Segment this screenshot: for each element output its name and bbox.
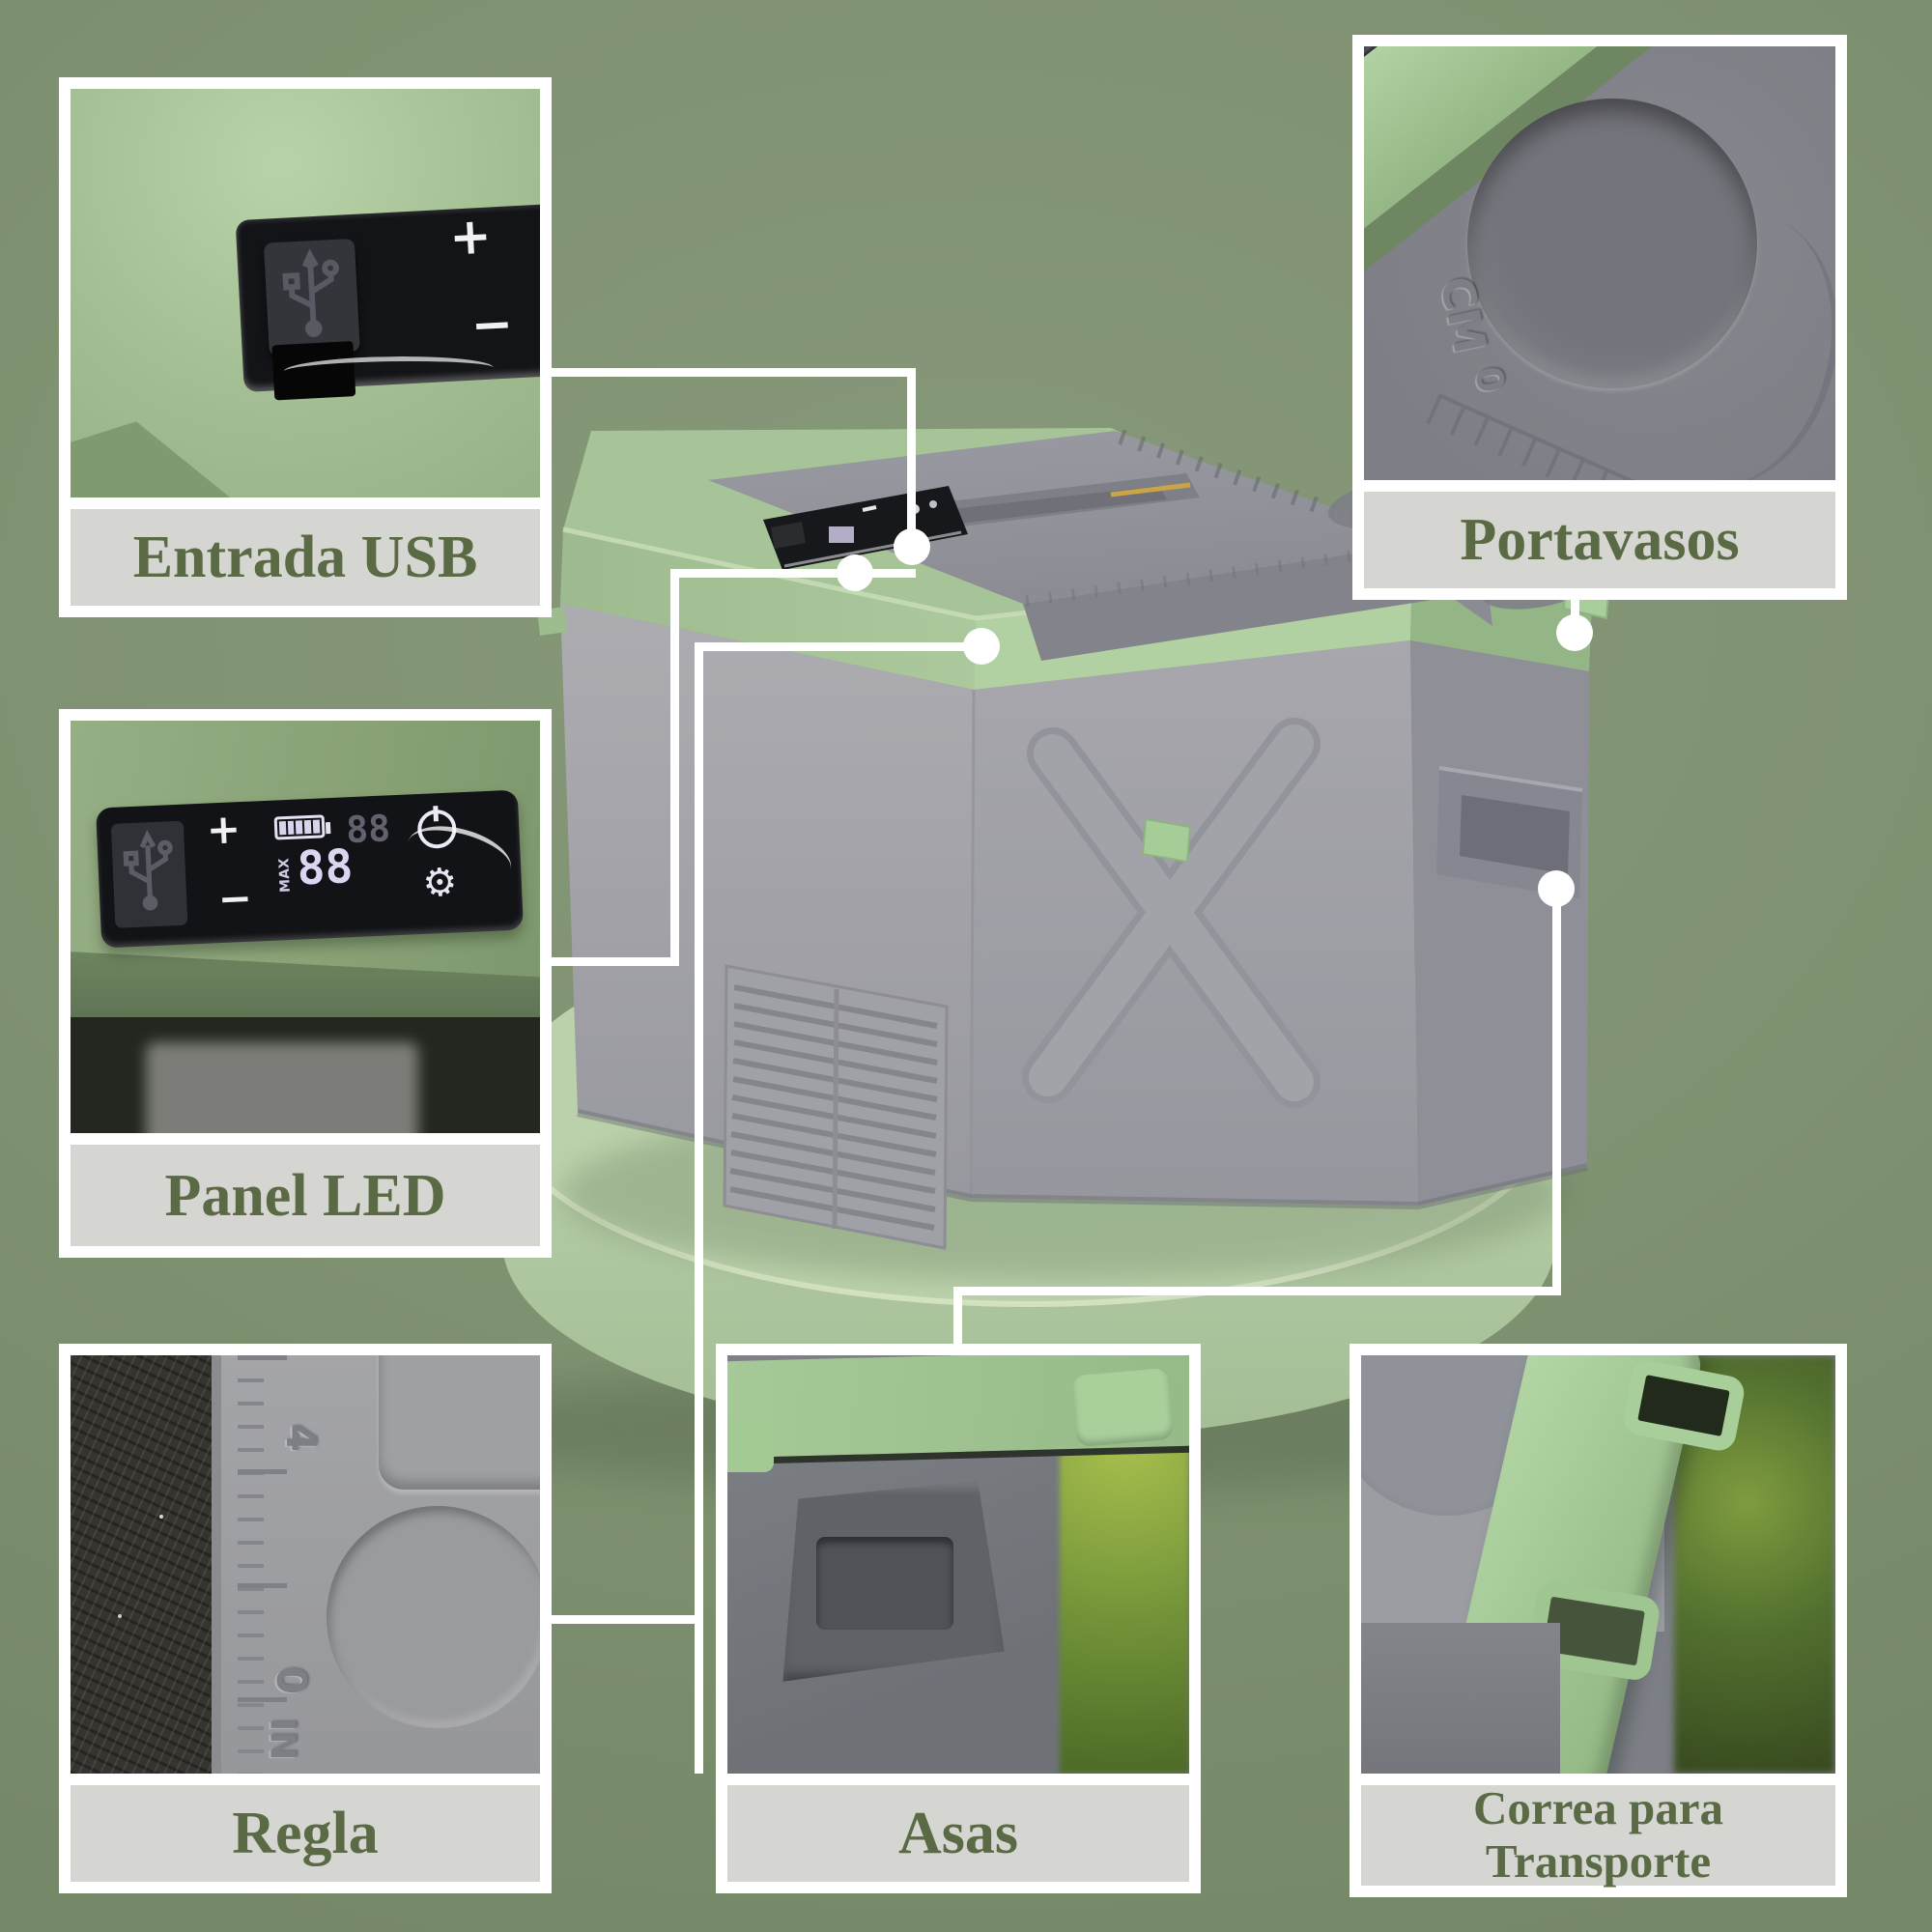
regla-photo: 4 0 IN xyxy=(71,1355,540,1774)
connector-lid-v xyxy=(695,642,703,1774)
correa-photo xyxy=(1361,1355,1835,1774)
connector-regla-h xyxy=(540,1615,703,1624)
lid-ruler-ticks-back xyxy=(1118,429,1431,552)
lid-recess-panel xyxy=(379,1355,540,1490)
carpet-speck xyxy=(117,1614,122,1619)
connector-led-h1 xyxy=(540,957,679,966)
plus-mark: + xyxy=(205,805,242,854)
correa-label-line1: Correa para xyxy=(1473,1781,1723,1835)
connector-handle-drop xyxy=(953,1287,962,1364)
cupholder-recess xyxy=(1467,98,1758,388)
battery-icon xyxy=(273,814,326,841)
strap-lug-right xyxy=(1070,1368,1174,1448)
panel-button-2 xyxy=(929,500,937,508)
usb-icon xyxy=(124,830,174,912)
panel-plus-mark xyxy=(862,505,877,512)
minus-mark: − xyxy=(469,295,515,355)
led-usb-cover xyxy=(111,821,188,928)
correa-label-line2: Transporte xyxy=(1485,1834,1712,1888)
lid-top xyxy=(708,431,1430,604)
ruler-number-0: 0 xyxy=(267,1665,315,1694)
callout-correa: Correa para Transporte xyxy=(1350,1344,1847,1897)
ruler-number-4: 4 xyxy=(276,1423,325,1452)
connector-led-h2 xyxy=(670,569,916,578)
strap-lug-left xyxy=(727,1417,774,1473)
usb-label: Entrada USB xyxy=(71,509,540,606)
marker-dot-lid xyxy=(963,628,1000,665)
panel-display xyxy=(829,526,854,543)
callout-usb: + − Entrada USB xyxy=(59,77,552,617)
marker-dot-cupholder xyxy=(1556,614,1593,651)
connector-usb-h xyxy=(540,368,916,377)
regla-label-text: Regla xyxy=(232,1801,379,1866)
lid-front xyxy=(1023,542,1451,661)
ruler-ticks-long xyxy=(237,1355,287,1774)
ruler-unit-in: IN xyxy=(261,1718,301,1760)
asas-label: Asas xyxy=(727,1785,1189,1882)
usb-photo: + − xyxy=(71,89,540,497)
lid-edge: 4 0 IN xyxy=(211,1355,540,1774)
carpet xyxy=(71,1355,231,1774)
regla-label: Regla xyxy=(71,1785,540,1882)
strap-lug-front xyxy=(1141,817,1192,864)
usb-label-text: Entrada USB xyxy=(132,525,478,590)
marker-dot-usb xyxy=(894,528,930,565)
cupholder-recess xyxy=(326,1505,540,1728)
callout-portavasos: CM 0 Portavasos xyxy=(1352,35,1847,600)
handle-grip-hole xyxy=(815,1537,954,1630)
x-emboss xyxy=(1022,718,1321,1108)
led-digits: 88 xyxy=(296,838,355,896)
marker-dot-panel xyxy=(837,554,873,591)
panel-usb-plug xyxy=(771,522,806,549)
portavasos-label-text: Portavasos xyxy=(1460,507,1740,573)
body-right-face xyxy=(1410,640,1589,1206)
panel-led-label: Panel LED xyxy=(71,1145,540,1246)
marker-dot-handle xyxy=(1538,870,1575,907)
max-text: MAX xyxy=(276,857,294,894)
led-digits-ghost: 88 xyxy=(345,807,392,852)
carpet-speck xyxy=(159,1514,164,1519)
body-below xyxy=(1361,1623,1561,1774)
battery-nub xyxy=(326,821,331,835)
asas-label-text: Asas xyxy=(897,1801,1019,1866)
plus-mark: + xyxy=(447,207,494,268)
connector-handle-v xyxy=(1552,885,1561,1295)
handle-recess xyxy=(782,1480,1005,1682)
panel-led-label-text: Panel LED xyxy=(164,1162,446,1229)
zero-engraving: 0 xyxy=(1466,362,1514,397)
correa-label: Correa para Transporte xyxy=(1361,1781,1835,1888)
body-seam xyxy=(969,689,976,1199)
minus-mark: − xyxy=(216,874,254,923)
callout-panel-led: + − MAX 88 88 ⚙ Panel LED xyxy=(59,709,552,1258)
usb-icon xyxy=(282,248,339,337)
side-handle xyxy=(1436,766,1583,898)
connector-usb-v xyxy=(907,368,916,534)
led-panel: + − MAX 88 88 ⚙ xyxy=(96,789,525,949)
usb-panel: + − xyxy=(235,202,540,401)
usb-port-cover xyxy=(263,238,361,356)
lid-gold-latch xyxy=(1110,482,1191,497)
control-panel xyxy=(763,486,968,570)
blurred-base xyxy=(145,1042,418,1133)
connector-handle-h xyxy=(953,1287,1561,1295)
portavasos-label: Portavasos xyxy=(1364,492,1835,588)
panel-led-photo: + − MAX 88 88 ⚙ xyxy=(71,721,540,1133)
connector-cup-v xyxy=(1571,583,1579,639)
callout-asas: Asas xyxy=(716,1344,1201,1893)
connector-led-v xyxy=(670,569,679,966)
portavasos-photo: CM 0 xyxy=(1364,46,1835,480)
connector-lid-h xyxy=(695,642,985,651)
callout-regla: 4 0 IN Regla xyxy=(59,1344,552,1893)
panel-gloss xyxy=(783,530,962,568)
vent-grille xyxy=(723,964,949,1250)
asas-photo xyxy=(727,1355,1189,1774)
